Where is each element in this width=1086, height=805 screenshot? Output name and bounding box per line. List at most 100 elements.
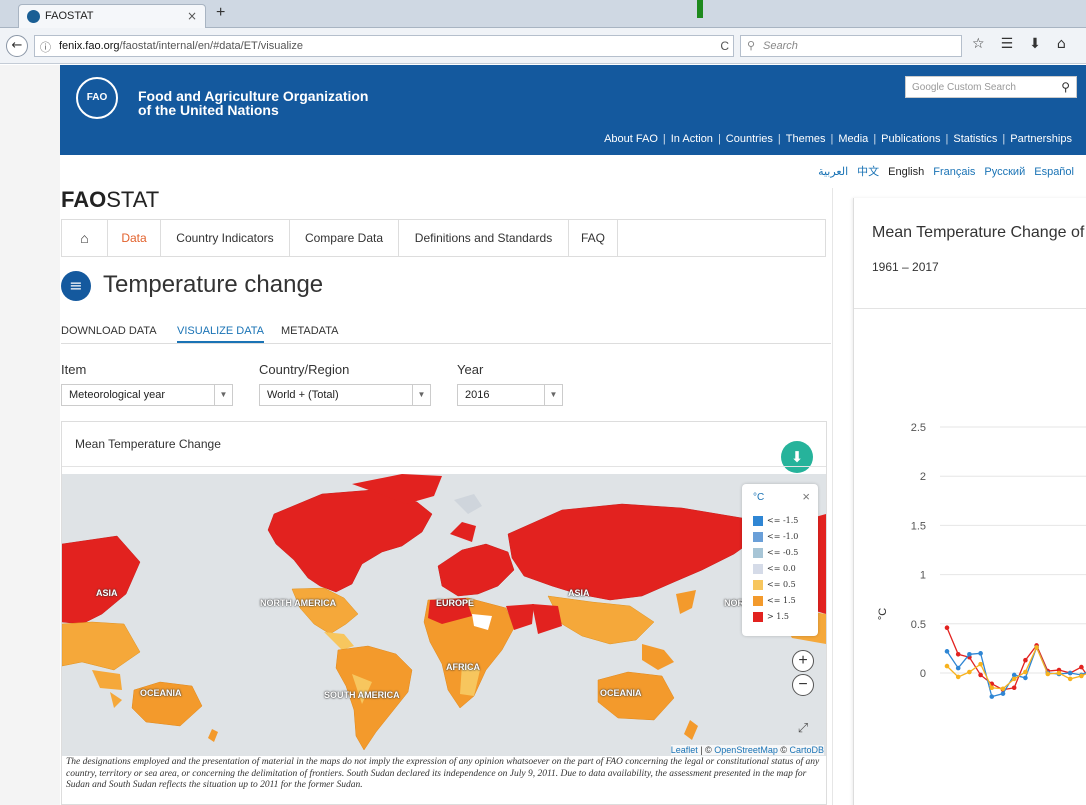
url-bar[interactable]: ⓘ fenix.fao.org/faostat/internal/en/#dat… <box>34 35 734 57</box>
chart-title: Mean Temperature Change of <box>872 224 1085 241</box>
map-attribution: Leaflet | © OpenStreetMap © CartoDB <box>670 745 824 755</box>
home-icon[interactable]: ⌂ <box>62 220 108 256</box>
data-point <box>1000 686 1006 692</box>
legend-unit: °C <box>753 492 765 503</box>
browser-tab[interactable]: FAOSTAT × <box>18 4 206 28</box>
item-select[interactable]: Meteorological year ▼ <box>61 384 233 406</box>
lang-russian[interactable]: Русский <box>984 166 1026 178</box>
year-select[interactable]: 2016 ▼ <box>457 384 563 406</box>
subtab-download-data[interactable]: DOWNLOAD DATA <box>61 325 157 337</box>
data-point <box>967 652 972 657</box>
chart-panel: Mean Temperature Change of 1961 – 2017 0… <box>853 198 1086 805</box>
legend-swatch <box>753 612 763 622</box>
legend-swatch <box>753 548 763 558</box>
chevron-down-icon: ▼ <box>544 385 562 405</box>
zoom-in-button[interactable]: + <box>792 650 814 672</box>
url-path: /faostat/internal/en/#data/ET/visualize <box>119 40 303 52</box>
nav-statistics[interactable]: Statistics <box>953 133 998 145</box>
google-custom-search-input[interactable]: Google Custom Search ⚲ <box>905 76 1077 98</box>
nav-themes[interactable]: Themes <box>785 133 826 145</box>
top-navigation: About FAO|In Action|Countries|Themes|Med… <box>604 133 1072 145</box>
data-point <box>955 652 961 657</box>
nav-partnerships[interactable]: Partnerships <box>1010 133 1072 145</box>
organization-name[interactable]: Food and Agriculture Organization of the… <box>138 89 368 117</box>
language-selector: العربية 中文 English Français Русский Español <box>809 163 1074 179</box>
data-point <box>1000 691 1006 696</box>
nav-in-action[interactable]: In Action <box>670 133 713 145</box>
faostat-brand[interactable]: FAOSTAT <box>61 187 160 212</box>
info-icon[interactable]: ⓘ <box>40 42 51 54</box>
url-text: fenix.fao.org/faostat/internal/en/#data/… <box>59 40 303 52</box>
org-name-line-1: Food and Agriculture Organization <box>138 88 369 104</box>
tab-definitions-standards[interactable]: Definitions and Standards <box>399 220 569 256</box>
nav-about-fao[interactable]: About FAO <box>604 133 658 145</box>
download-icon[interactable]: ⬇ <box>781 441 813 473</box>
tab-compare-data[interactable]: Compare Data <box>290 220 399 256</box>
map-disclaimer: The designations employed and the presen… <box>66 757 820 790</box>
nav-media[interactable]: Media <box>838 133 869 145</box>
subtab-visualize-data[interactable]: VISUALIZE DATA <box>177 325 265 343</box>
cartodb-link[interactable]: CartoDB <box>789 745 824 755</box>
tab-data[interactable]: Data <box>108 220 161 256</box>
reload-icon[interactable]: C <box>720 39 729 53</box>
year-select-value: 2016 <box>465 389 490 401</box>
map-divider <box>62 466 826 467</box>
y-tick-label: 2.5 <box>911 422 926 434</box>
chevron-down-icon: ▼ <box>412 385 430 405</box>
close-icon[interactable]: × <box>802 489 810 504</box>
subtab-metadata[interactable]: METADATA <box>281 325 339 337</box>
legend-swatch <box>753 516 763 526</box>
url-host: fenix.fao.org <box>59 40 120 52</box>
data-point <box>1079 664 1084 670</box>
country-region-select[interactable]: World + (Total) ▼ <box>259 384 431 406</box>
bookmark-star-icon[interactable]: ☆ <box>972 36 985 52</box>
world-map[interactable]: ASIA NORTH AMERICA EUROPE ASIA NOR AFRIC… <box>62 474 826 756</box>
browser-search-input[interactable]: ⚲ Search <box>740 35 962 57</box>
item-label: Item <box>61 362 87 377</box>
series-line-2 <box>946 645 1086 690</box>
legend-entry: <= 0.5 <box>753 580 796 592</box>
close-tab-icon[interactable]: × <box>186 9 197 23</box>
chart-divider <box>854 308 1086 309</box>
menu-icon[interactable]: ≡ <box>61 271 91 301</box>
region-label-oceania-left: OCEANIA <box>140 688 182 698</box>
legend-swatch <box>753 564 763 574</box>
legend-swatch <box>753 580 763 590</box>
data-point <box>989 685 995 691</box>
search-icon[interactable]: ⚲ <box>1061 80 1070 94</box>
zoom-out-button[interactable]: − <box>792 674 814 696</box>
tab-faq[interactable]: FAQ <box>569 220 618 256</box>
leaflet-link[interactable]: Leaflet <box>670 745 698 755</box>
legend-entry: <= -1.0 <box>753 532 798 544</box>
data-point <box>1045 671 1051 677</box>
new-tab-button[interactable]: + <box>216 4 226 21</box>
browser-toolbar: ☆ ☰ ⬇ ⌂ <box>972 36 1082 52</box>
window-indicator <box>697 0 703 18</box>
page-title: Temperature change <box>103 271 324 298</box>
lang-english[interactable]: English <box>888 166 925 178</box>
downloads-icon[interactable]: ⬇ <box>1029 36 1041 52</box>
back-arrow-icon[interactable]: ← <box>6 35 28 57</box>
lang-arabic[interactable]: العربية <box>818 166 849 178</box>
reading-list-icon[interactable]: ☰ <box>1000 36 1014 52</box>
lang-chinese[interactable]: 中文 <box>857 166 880 178</box>
line-chart[interactable]: 00.511.522.5°C <box>854 309 1086 805</box>
lang-french[interactable]: Français <box>933 166 976 178</box>
data-point <box>1011 685 1017 691</box>
nav-countries[interactable]: Countries <box>725 133 773 145</box>
data-point <box>1023 669 1028 675</box>
home-icon[interactable]: ⌂ <box>1056 36 1066 52</box>
data-point <box>978 651 983 656</box>
org-name-line-2: of the United Nations <box>138 102 279 118</box>
tab-country-indicators[interactable]: Country Indicators <box>161 220 290 256</box>
openstreetmap-link[interactable]: OpenStreetMap <box>714 745 778 755</box>
series-line-0 <box>946 627 1086 691</box>
lang-spanish[interactable]: Español <box>1034 166 1074 178</box>
nav-publications[interactable]: Publications <box>881 133 941 145</box>
chevron-down-icon: ▼ <box>214 385 232 405</box>
y-tick-label: 1.5 <box>911 520 926 532</box>
y-tick-label: 1 <box>920 570 926 582</box>
data-point <box>1067 670 1073 676</box>
fullscreen-icon[interactable]: ⤢ <box>797 721 809 736</box>
fao-logo-icon[interactable]: FAO <box>76 77 118 119</box>
